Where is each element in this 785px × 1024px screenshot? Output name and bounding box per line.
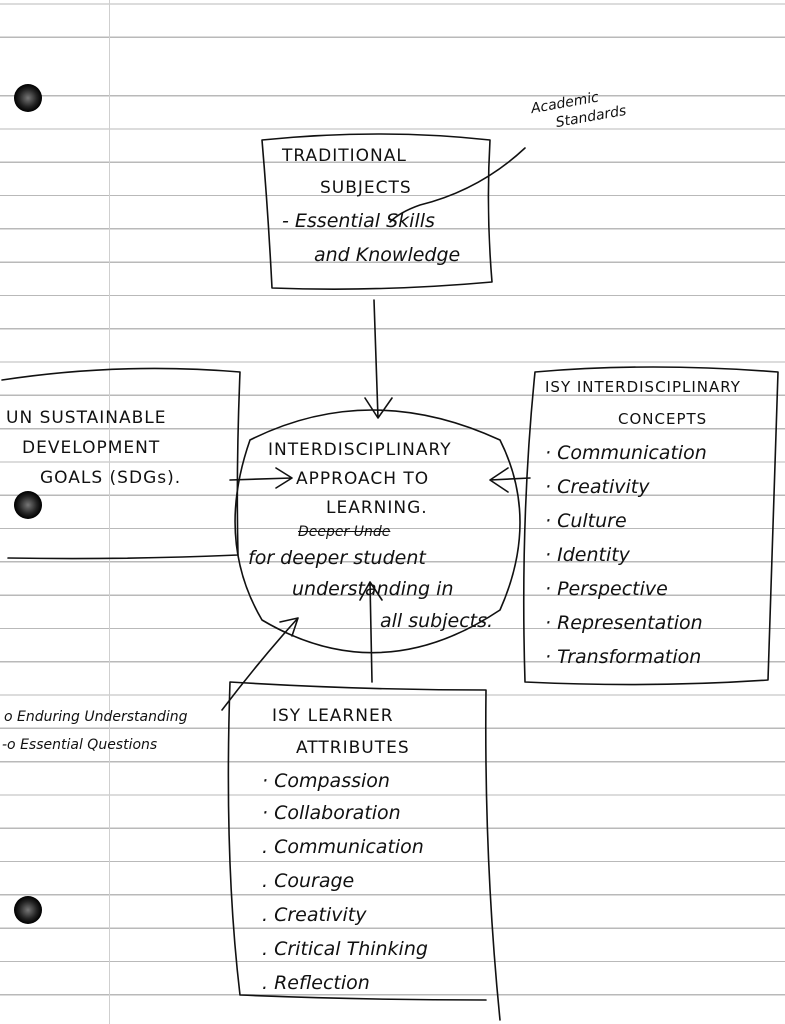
center-line-3: LEARNING.: [326, 498, 428, 518]
sdgs-line-2: DEVELOPMENT: [22, 438, 161, 458]
academic-arrow: [389, 147, 526, 223]
attributes-box: [227, 681, 501, 1021]
arrow-down-top: [364, 299, 393, 419]
concept-item: · Creativity: [545, 476, 650, 498]
center-crossed-out: Deeper Unde: [298, 524, 391, 540]
punch-hole: [14, 896, 42, 924]
traditional-line-2: and Knowledge: [314, 244, 461, 266]
center-line-1: INTERDISCIPLINARY: [268, 440, 452, 460]
punch-hole: [14, 84, 42, 112]
arrow-concepts-center: [489, 467, 531, 493]
traditional-line-1: - Essential Skills: [282, 210, 435, 232]
concepts-title-1: ISY INTERDISCIPLINARY: [545, 378, 741, 396]
concept-item: · Representation: [545, 612, 703, 634]
concept-item: · Communication: [545, 442, 707, 464]
center-tail-3: all subjects.: [380, 610, 494, 632]
punch-hole: [14, 491, 42, 519]
attributes-title-2: ATTRIBUTES: [296, 738, 410, 758]
essential-questions: -o Essential Questions: [2, 737, 158, 753]
center-line-2: APPROACH TO: [296, 469, 430, 489]
attributes-title-1: ISY LEARNER: [272, 706, 394, 726]
concept-item: · Identity: [545, 544, 630, 566]
attribute-item: · Collaboration: [262, 802, 401, 824]
sdgs-line-3: GOALS (SDGs).: [40, 468, 182, 488]
sdgs-box: [1, 367, 241, 560]
concepts-title-2: CONCEPTS: [618, 410, 708, 428]
traditional-title-2: SUBJECTS: [320, 178, 412, 198]
arrow-understanding: [221, 617, 299, 711]
sdgs-line-1: UN SUSTAINABLE: [6, 408, 167, 428]
arrow-up-bottom: [359, 581, 383, 683]
attribute-item: . Creativity: [262, 904, 367, 926]
attribute-item: . Critical Thinking: [262, 938, 428, 960]
margin-line: [109, 0, 110, 1024]
arrow-sdgs-center: [229, 467, 293, 489]
center-tail-2: understanding in: [292, 578, 454, 600]
attribute-item: . Reflection: [262, 972, 370, 994]
concepts-box: [522, 366, 779, 686]
enduring-understanding: o Enduring Understanding: [4, 709, 188, 725]
traditional-title-1: TRADITIONAL: [282, 146, 407, 166]
center-circle: [234, 409, 521, 654]
attribute-item: . Communication: [262, 836, 424, 858]
attribute-item: · Compassion: [262, 770, 390, 792]
attribute-item: . Courage: [262, 870, 355, 892]
concept-item: · Transformation: [545, 646, 702, 668]
concept-item: · Perspective: [545, 578, 668, 600]
traditional-box: [261, 133, 493, 290]
concept-item: · Culture: [545, 510, 627, 532]
center-tail-1: for deeper student: [248, 547, 426, 569]
